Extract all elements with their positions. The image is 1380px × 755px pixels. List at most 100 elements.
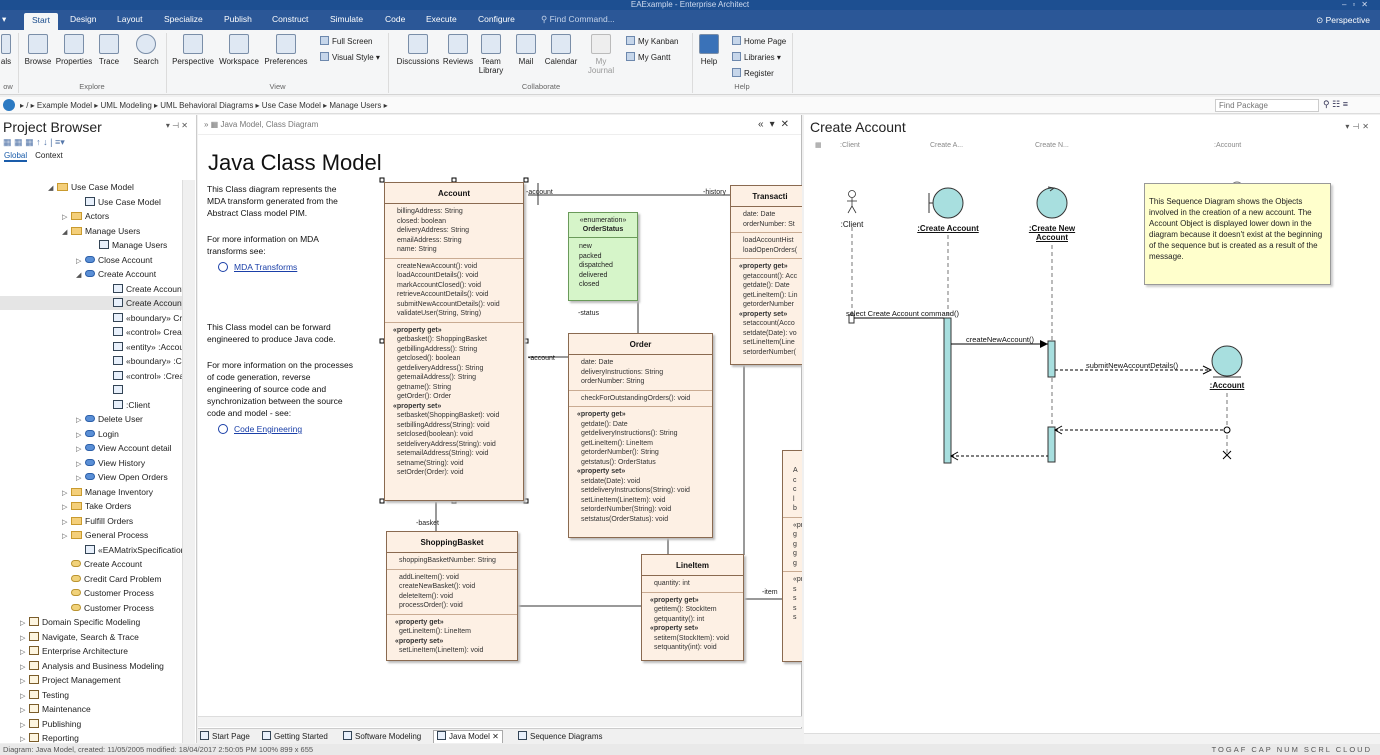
expand-icon[interactable]: ▷ (76, 460, 82, 468)
message-label-3[interactable]: submitNewAccountDetails() (1086, 361, 1179, 370)
tree-item[interactable]: «control» Create (104, 325, 182, 339)
my-gantt-button[interactable]: My Gantt (626, 52, 670, 62)
new-diagram-icon[interactable]: ▦ (14, 137, 23, 147)
perspective-button[interactable]: ⊙ Perspective (1316, 15, 1370, 26)
diagram-horizontal-scrollbar[interactable] (198, 716, 802, 727)
expand-icon[interactable]: ▷ (76, 446, 82, 453)
tab-java-model[interactable]: Java Model ✕ (433, 730, 503, 743)
perspective-ribbon-button[interactable]: Perspective (170, 34, 216, 66)
browser-menu-icon[interactable]: ≡▾ (54, 137, 65, 147)
panel-controls[interactable]: ▾ ⊣ ✕ (165, 121, 188, 130)
browse-button[interactable]: Browse (22, 34, 54, 66)
mda-transforms-link[interactable]: MDA Transforms (218, 262, 297, 272)
move-up-icon[interactable]: ↑ (36, 137, 41, 147)
message-label-1[interactable]: select Create Account command() (846, 309, 959, 318)
expand-icon[interactable]: ▷ (62, 214, 68, 221)
menu-specialize[interactable]: Specialize (164, 14, 203, 24)
add-element-icon[interactable]: ▦ (25, 137, 34, 147)
reviews-button[interactable]: Reviews (442, 34, 474, 66)
tree-item[interactable]: ▷Navigate, Search & Trace (20, 630, 139, 644)
mail-button[interactable]: Mail (512, 34, 540, 66)
find-package-input[interactable] (1215, 99, 1319, 112)
tree-item[interactable]: ▷View History (76, 456, 145, 470)
tree-item[interactable]: Customer Process (62, 601, 154, 615)
expand-icon[interactable]: ▷ (62, 504, 68, 511)
nav-forward-icon[interactable] (3, 99, 15, 111)
menu-configure[interactable]: Configure (478, 14, 515, 24)
tab-software-modeling[interactable]: Software Modeling (343, 731, 421, 741)
client-label[interactable]: :Client (840, 220, 864, 229)
tree-item[interactable]: ▷Enterprise Architecture (20, 644, 128, 658)
home-page-button[interactable]: Home Page (732, 36, 786, 46)
tree-item[interactable]: ▷Analysis and Business Modeling (20, 659, 164, 673)
expand-icon[interactable]: ◢ (48, 185, 54, 192)
expand-icon[interactable]: ▷ (20, 707, 26, 714)
search-tools[interactable]: ⚲ ☷ ≡ (1323, 99, 1348, 110)
sequence-scrollbar[interactable] (804, 733, 1380, 744)
libraries-button[interactable]: Libraries ▾ (732, 52, 781, 62)
sequence-note[interactable]: This Sequence Diagram shows the Objects … (1144, 183, 1331, 285)
tree-item[interactable]: ▷Domain Specific Modeling (20, 615, 140, 629)
calendar-button[interactable]: Calendar (542, 34, 580, 66)
tree-item[interactable]: :Client (104, 398, 150, 412)
find-command[interactable]: ⚲ Find Command... (541, 14, 615, 25)
window-controls[interactable]: –▫✕ (1342, 0, 1374, 9)
workspace-button[interactable]: Workspace (217, 34, 261, 66)
diagram-toolbar-icon[interactable]: » ▦ (204, 120, 221, 129)
tree-item[interactable]: ▷Testing (20, 688, 69, 702)
tree-item[interactable]: ▷Maintenance (20, 702, 91, 716)
tree-item[interactable]: «boundary» :Cre (104, 354, 182, 368)
search-button[interactable]: Search (130, 34, 162, 66)
boundary-label[interactable]: :Create Account (917, 224, 979, 233)
expand-icon[interactable]: ▷ (20, 721, 26, 729)
new-package-icon[interactable]: ▦ (3, 137, 12, 147)
expand-icon[interactable]: ◢ (62, 228, 68, 236)
breadcrumb[interactable]: ▸ / ▸ Example Model ▸ UML Modeling ▸ UML… (20, 101, 388, 110)
entity-label[interactable]: :Account (1209, 381, 1245, 390)
my-kanban-button[interactable]: My Kanban (626, 36, 678, 46)
app-menu-icon[interactable]: ▾ (2, 14, 7, 24)
expand-icon[interactable]: ▷ (76, 475, 82, 482)
register-button[interactable]: Register (732, 68, 774, 78)
expand-icon[interactable]: ▷ (20, 634, 26, 642)
tree-item[interactable]: «control» :Creat (104, 369, 182, 383)
tree-item[interactable]: Create Account (104, 282, 182, 296)
menu-simulate[interactable]: Simulate (330, 14, 364, 24)
tree-item[interactable]: Customer Process (62, 586, 154, 600)
tree-item[interactable]: Create Account (62, 557, 142, 571)
tree-item[interactable]: ▷Delete User (76, 412, 143, 426)
tree-item[interactable]: ▷View Open Orders (76, 470, 168, 484)
expand-icon[interactable]: ▷ (20, 736, 26, 743)
code-engineering-link[interactable]: Code Engineering (218, 424, 302, 434)
tree-item[interactable]: Credit Card Problem (62, 572, 161, 586)
expand-icon[interactable]: ▷ (20, 663, 26, 671)
menu-publish[interactable]: Publish (224, 14, 252, 24)
tree-item[interactable]: ◢Create Account (76, 267, 156, 281)
tree-item[interactable]: ▷Manage Inventory (62, 485, 153, 499)
expand-icon[interactable]: ▷ (76, 257, 82, 265)
tree-item[interactable]: ◢Use Case Model (48, 180, 134, 194)
tree-item[interactable]: «boundary» Cre (104, 311, 182, 325)
message-label-2[interactable]: createNewAccount() (966, 335, 1034, 344)
menu-icon[interactable]: ≡ (1342, 99, 1348, 109)
expand-icon[interactable]: ◢ (76, 272, 82, 279)
expand-icon[interactable]: ▷ (20, 678, 26, 685)
tree-item[interactable] (104, 383, 126, 397)
properties-button[interactable]: Properties (54, 34, 94, 66)
tree-item[interactable]: «entity» :Accour (104, 340, 182, 354)
help-button[interactable]: Help (696, 34, 722, 66)
menu-construct[interactable]: Construct (272, 14, 309, 24)
expand-icon[interactable]: ▷ (62, 489, 68, 497)
search-icon[interactable]: ⚲ (1323, 99, 1330, 109)
tree-item[interactable]: «EAMatrixSpecification (76, 543, 182, 557)
tree-item[interactable]: Manage Users (90, 238, 167, 252)
